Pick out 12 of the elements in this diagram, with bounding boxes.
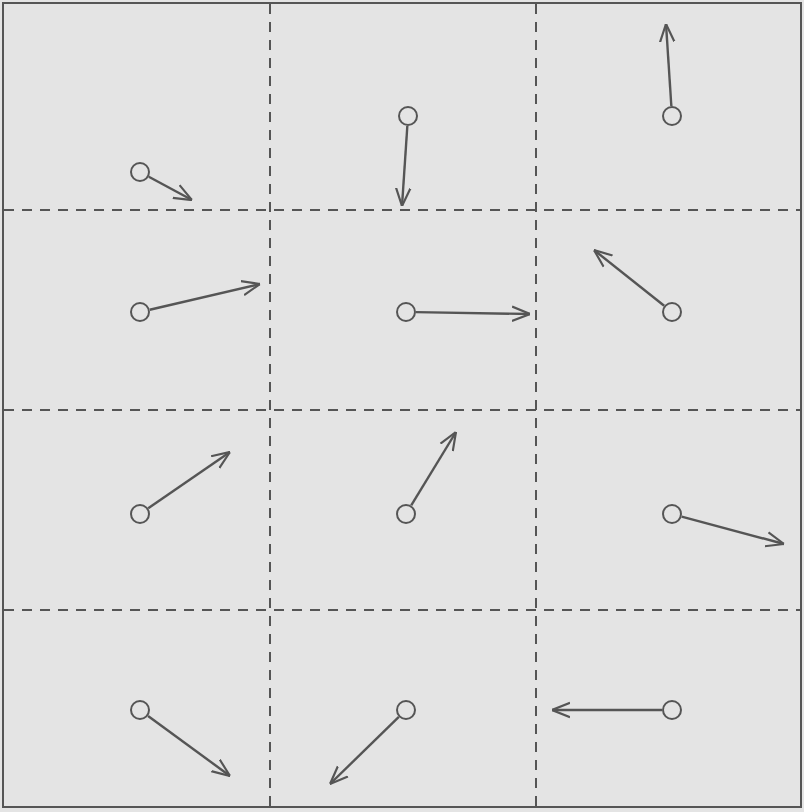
arrow (147, 714, 232, 778)
arrow (149, 280, 262, 311)
arrow (681, 515, 786, 548)
arrow (410, 430, 458, 507)
arrow (658, 22, 676, 107)
arrow (415, 305, 532, 322)
arrow (328, 716, 400, 786)
arrow (394, 125, 412, 208)
arrow (148, 175, 194, 202)
arrow (550, 701, 662, 719)
arrow (592, 248, 665, 307)
arrow (147, 450, 232, 510)
